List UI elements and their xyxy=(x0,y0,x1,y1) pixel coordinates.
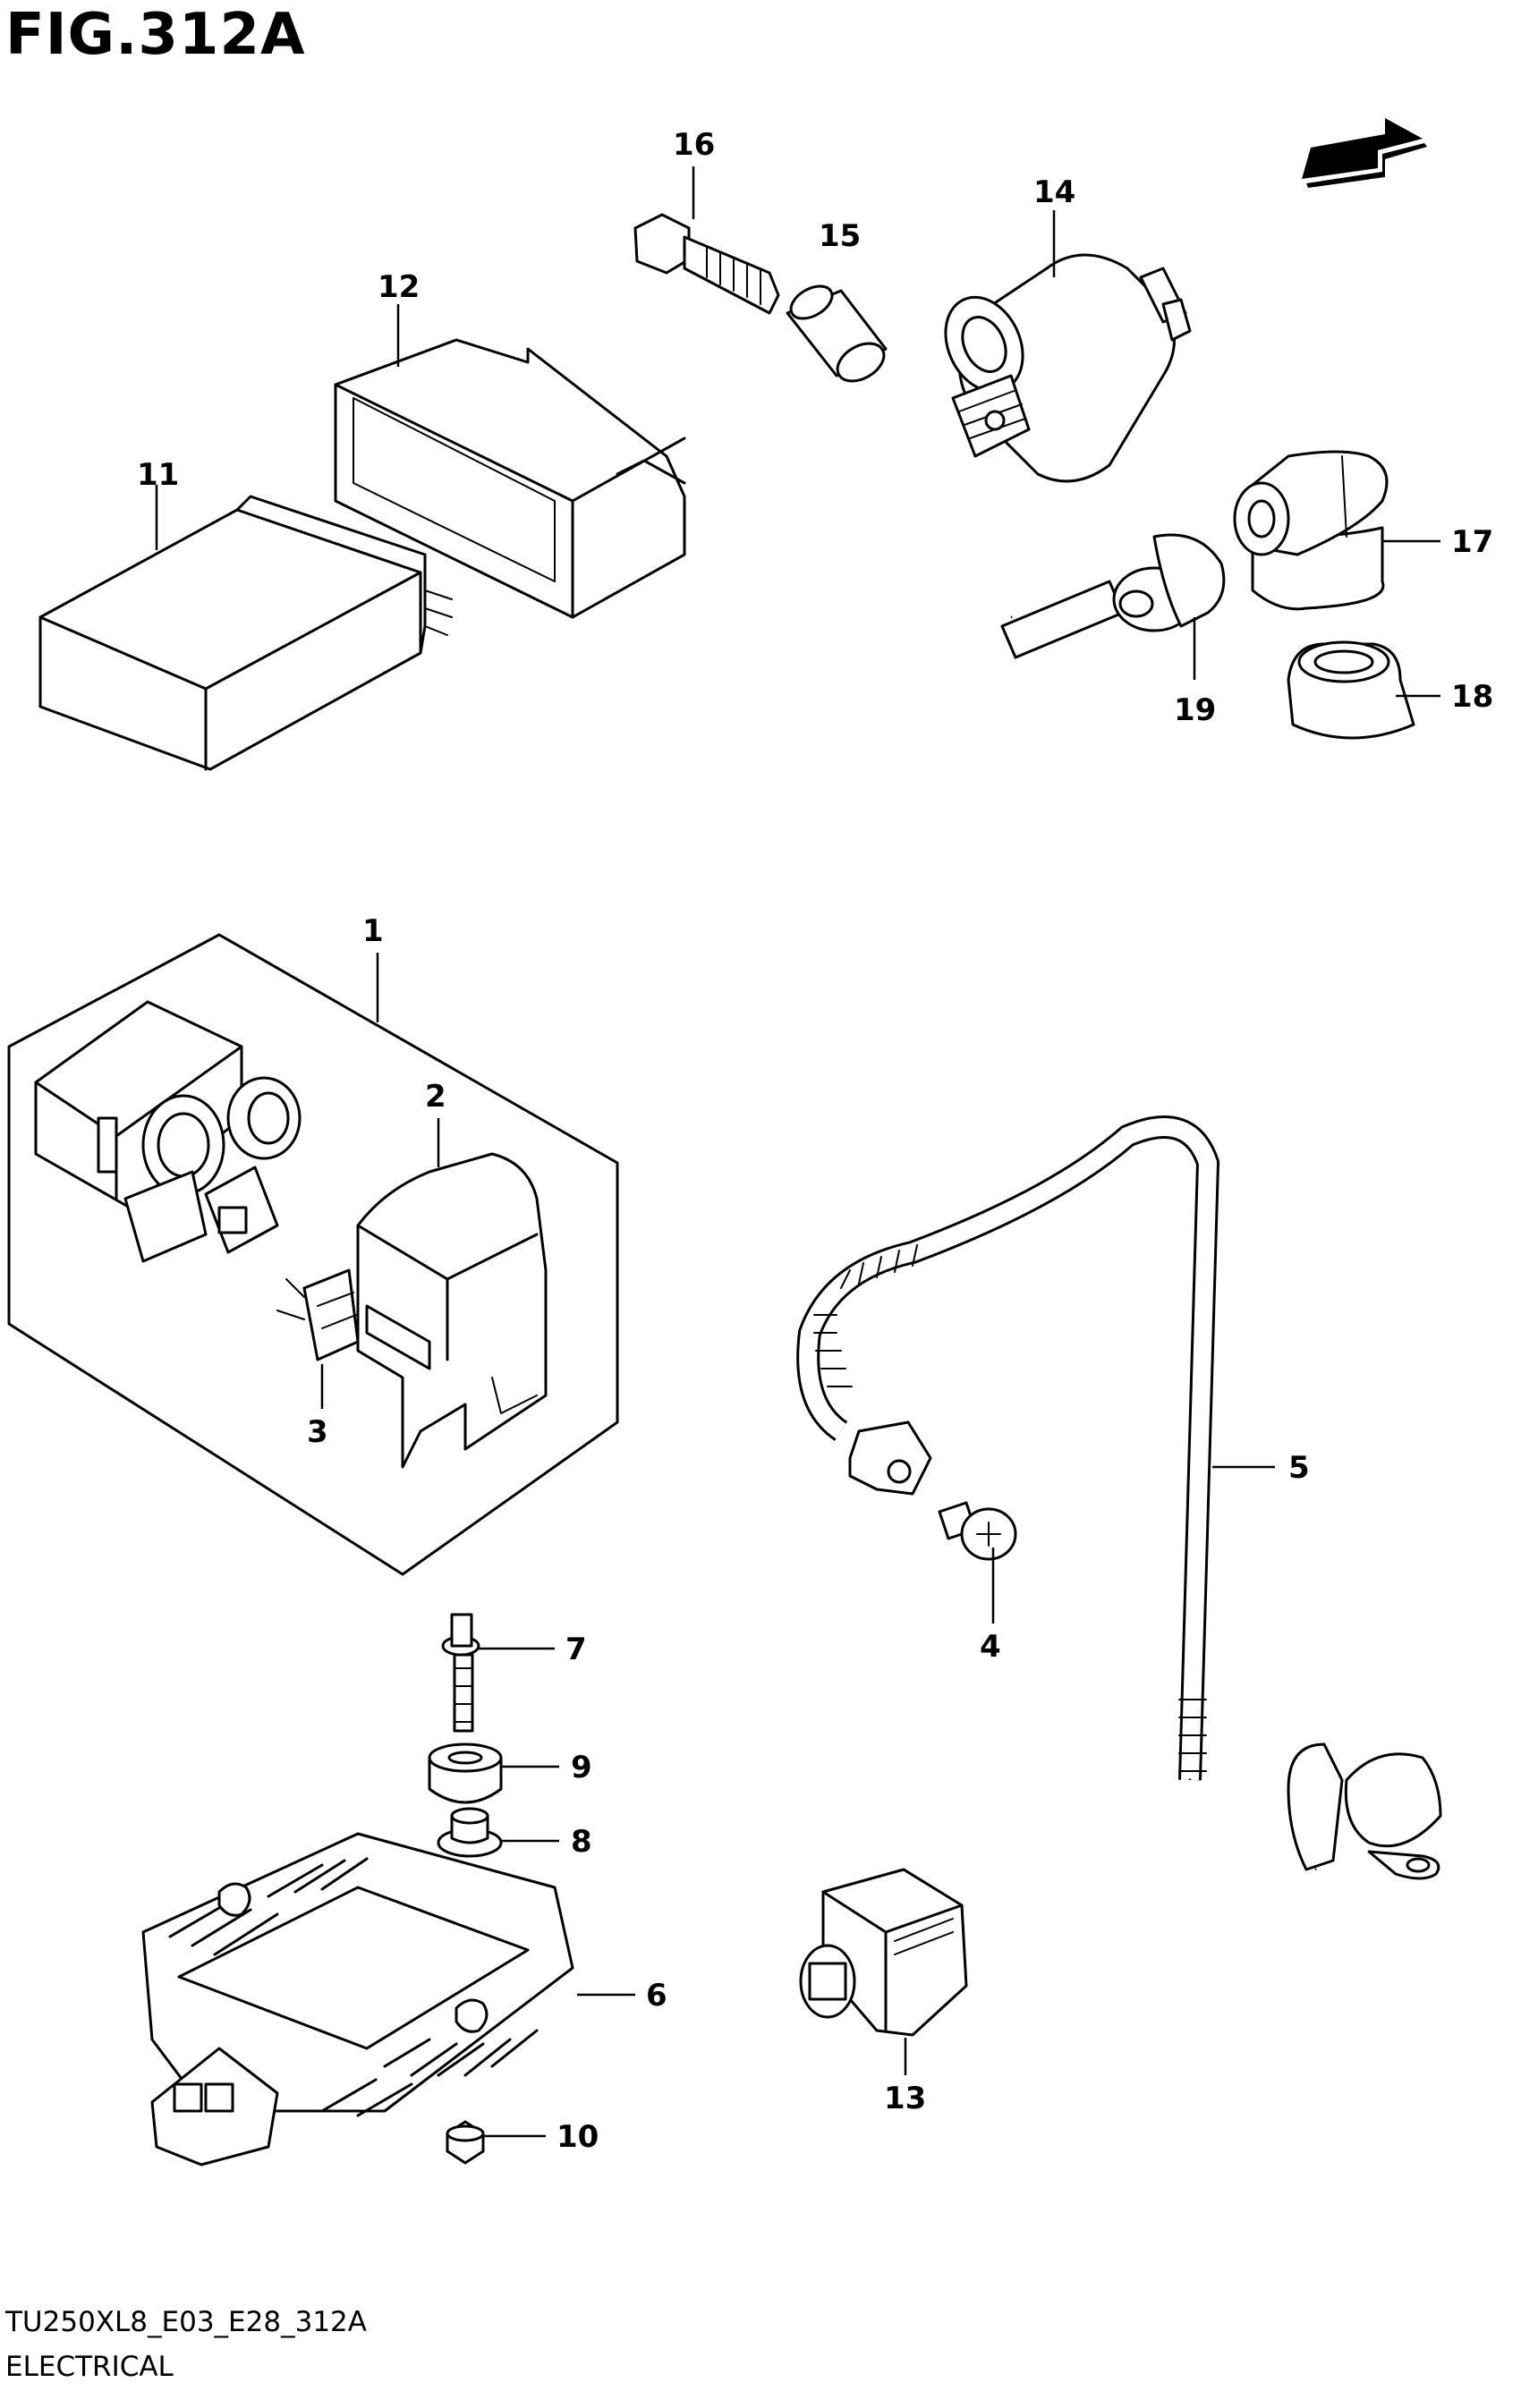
leader-lines xyxy=(155,166,1440,2138)
part-9-grommet xyxy=(428,1742,503,1804)
callout-labels: 1 2 3 4 5 6 7 8 9 10 11 12 13 14 15 16 1… xyxy=(137,127,1493,2155)
callout-1: 1 xyxy=(362,913,384,949)
callout-18: 18 xyxy=(1451,679,1493,715)
callout-16: 16 xyxy=(673,127,715,163)
callout-5: 5 xyxy=(1288,1450,1310,1486)
part-15-spacer xyxy=(786,284,888,383)
callout-19: 19 xyxy=(1174,692,1216,728)
fwd-label: FWD xyxy=(1306,171,1391,223)
figure-title: FIG.312A xyxy=(5,2,306,68)
callout-17: 17 xyxy=(1451,524,1493,560)
callout-2: 2 xyxy=(425,1079,446,1115)
figure-code: TU250XL8_E03_E28_312A xyxy=(5,2306,367,2338)
callout-13: 13 xyxy=(884,2081,926,2116)
callout-7: 7 xyxy=(565,1632,587,1667)
callout-4: 4 xyxy=(980,1629,1001,1665)
part-19-grommet xyxy=(1112,533,1226,632)
callout-15: 15 xyxy=(819,218,861,254)
part-13-connector xyxy=(799,1868,968,2037)
part-17-spark-plug-cap xyxy=(1233,450,1389,611)
part-2-relay-cover xyxy=(356,1152,548,1469)
callout-14: 14 xyxy=(1033,174,1075,210)
part-8-collar xyxy=(437,1807,503,1858)
callout-10: 10 xyxy=(557,2119,599,2155)
part-12-ecm-holder xyxy=(334,338,686,619)
callout-3: 3 xyxy=(307,1414,328,1450)
part-14-ignition-coil xyxy=(780,253,1192,714)
callout-6: 6 xyxy=(646,1978,667,2014)
part-3-fuse xyxy=(276,1268,360,1361)
fwd-arrow-icon: FWD xyxy=(1302,118,1427,222)
callout-12: 12 xyxy=(378,269,420,305)
callout-9: 9 xyxy=(571,1750,592,1785)
part-7-bolt xyxy=(441,1613,480,1733)
part-5-battery-cable xyxy=(796,1115,1442,1882)
part-4-screw xyxy=(938,1501,1017,1561)
callout-8: 8 xyxy=(571,1824,592,1860)
cable-wrap-coils xyxy=(813,1244,1207,1772)
part-1-assembly-frame xyxy=(7,933,619,1576)
part-11-ecm-unit xyxy=(38,495,453,771)
part-1-starter-relay xyxy=(34,1000,302,1263)
part-10-nut xyxy=(446,2120,485,2165)
part-18-plug-seal xyxy=(1287,640,1415,740)
part-6-regulator-rectifier xyxy=(141,1832,574,2166)
figure-name: ELECTRICAL xyxy=(5,2351,174,2383)
part-16-bolt xyxy=(633,213,780,315)
callout-11: 11 xyxy=(137,457,179,493)
